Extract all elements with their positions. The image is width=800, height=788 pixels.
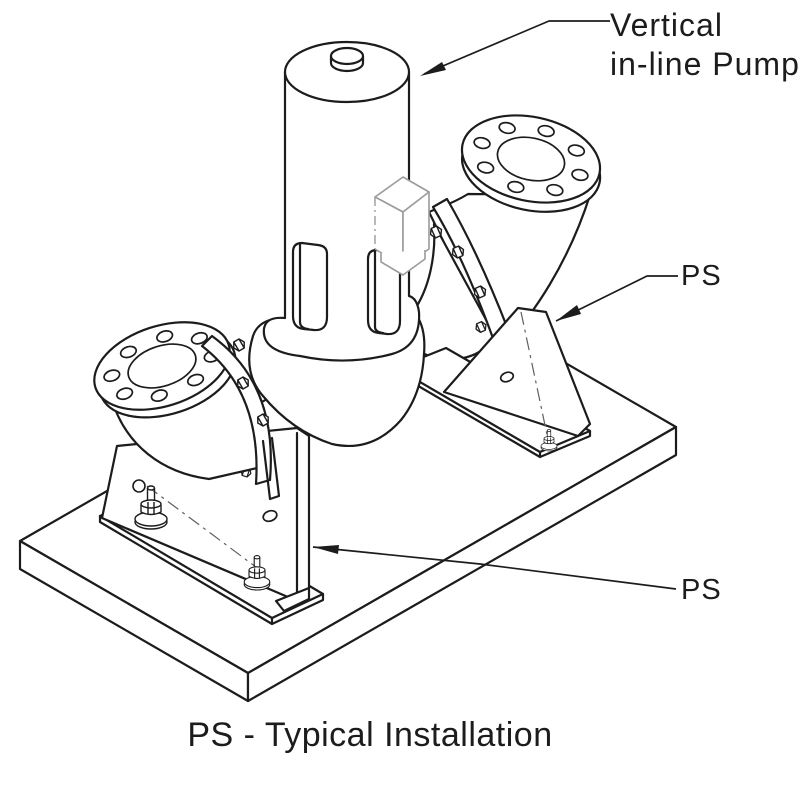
- motor-body: [262, 40, 421, 362]
- junction-box: [374, 176, 430, 276]
- base-right-face: [246, 425, 678, 703]
- pedestal-right-hole: [499, 371, 515, 383]
- anchor-ring: [132, 479, 146, 493]
- arrowhead-ps-right: [556, 305, 581, 321]
- leader-ps-right: [555, 275, 678, 322]
- arrowhead-ps-lower: [313, 545, 339, 554]
- suction-joint-band: [200, 334, 281, 501]
- discharge-flange: [460, 114, 602, 213]
- ps-label-lower: PS: [681, 574, 722, 606]
- pump-label: Vertical in-line Pump: [610, 6, 800, 84]
- pedestal-left-foot: [274, 586, 311, 613]
- pedestal-right-gusset: [442, 306, 592, 438]
- pedestal-right-centerline: [520, 311, 550, 445]
- pedestal-left-hole: [262, 509, 278, 523]
- figure-caption: PS - Typical Installation: [187, 716, 553, 754]
- arrowhead-pump: [420, 62, 446, 76]
- coupling-window-left: [291, 241, 329, 332]
- coupling-window-right: [366, 248, 402, 336]
- suction-band-foot: [261, 436, 281, 501]
- pump-label-line1: Vertical: [610, 7, 723, 43]
- pump-label-line2: in-line Pump: [610, 46, 800, 82]
- leader-pump-label: [420, 20, 610, 76]
- ps-label-right: PS: [681, 260, 722, 292]
- suction-flange: [93, 321, 237, 419]
- motor-cap: [329, 46, 365, 73]
- pedestal-left-centerline: [146, 485, 265, 574]
- leader-ps-lower: [312, 545, 677, 590]
- pedestal-support-right: [394, 306, 592, 459]
